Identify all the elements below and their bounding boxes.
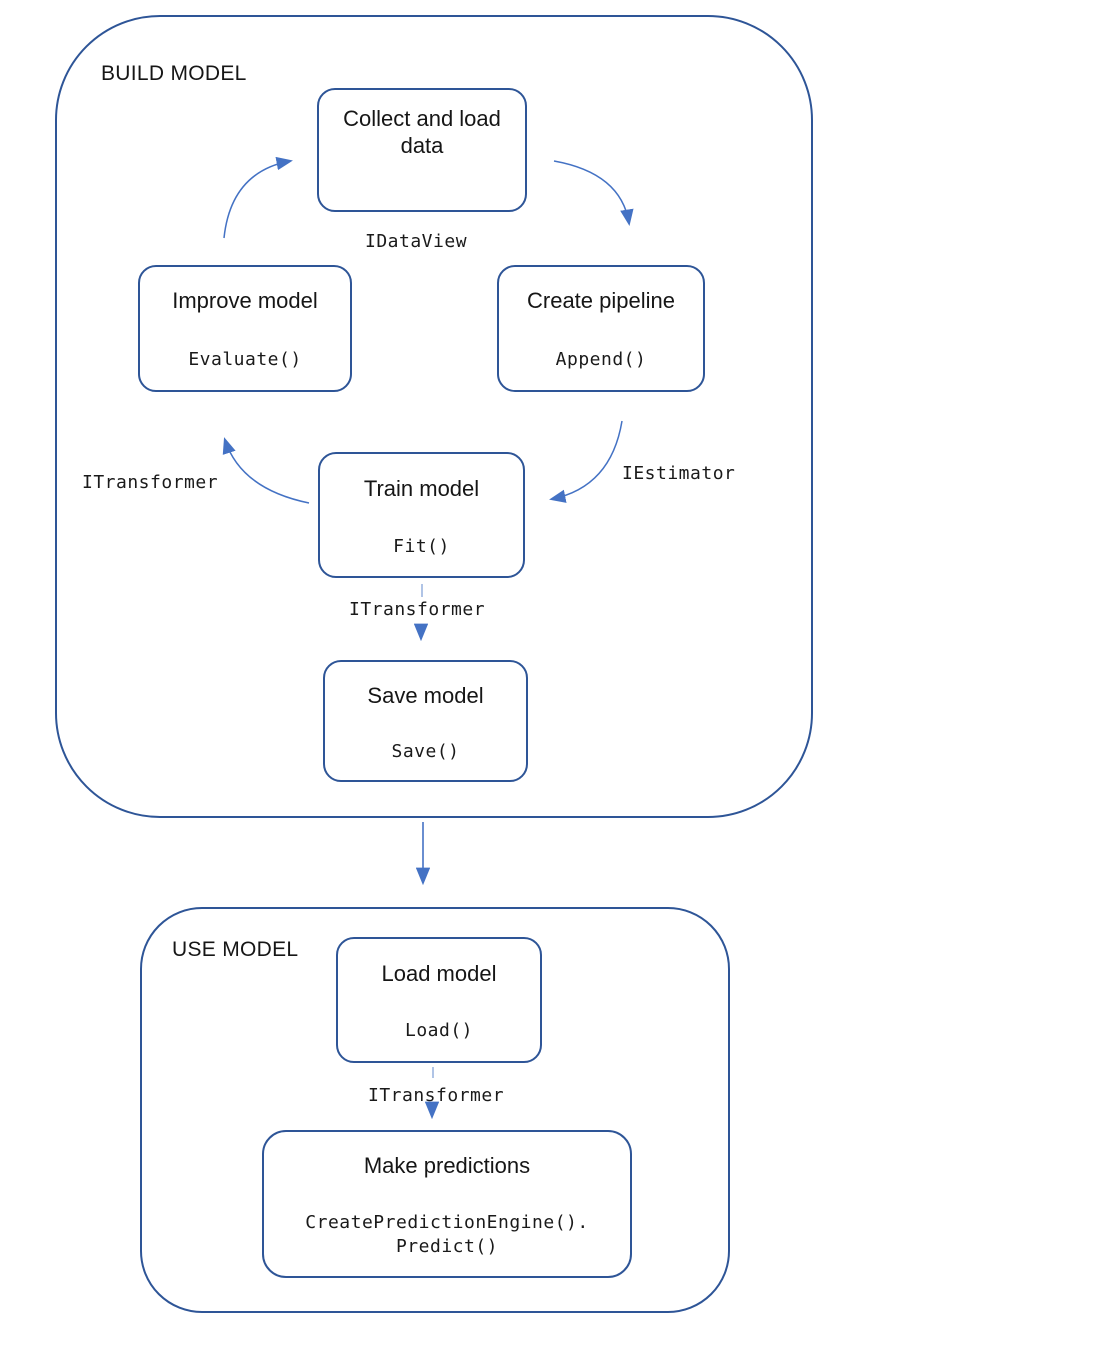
use-model-label: USE MODEL (172, 938, 299, 961)
build-model-label: BUILD MODEL (101, 62, 247, 85)
node-code-label: Load() (404, 1020, 474, 1041)
node-title: Collect and load data (343, 106, 501, 158)
edge-label-idataview: IDataView (365, 231, 468, 252)
node-title: Load model (381, 961, 497, 986)
edge-label-itransformer-to-save: ITransformer (349, 599, 486, 620)
node-train-model: Train model Fit() (318, 452, 525, 578)
edge-label-itransformer-feedback: ITransformer (82, 472, 219, 493)
node-code-label: Save() (391, 741, 460, 762)
node-title: Make predictions (363, 1153, 531, 1178)
node-code-label: Fit() (393, 536, 450, 557)
node-title: Create pipeline (527, 288, 675, 313)
node-code-line-1: CreatePredictionEngine(). (305, 1212, 589, 1233)
node-make-predictions: Make predictions CreatePredictionEngine(… (262, 1130, 632, 1278)
node-collect-and-load-data: Collect and load data (317, 88, 527, 212)
use-model-container (140, 907, 730, 1313)
node-save-model: Save model Save() (323, 660, 528, 782)
node-title: Train model (363, 476, 480, 501)
node-title: Improve model (172, 288, 318, 313)
edge-label-iestimator: IEstimator (622, 463, 736, 484)
node-code-line-2: Predict() (395, 1236, 499, 1257)
node-code-label: Evaluate() (188, 349, 302, 370)
node-code-label: Append() (555, 349, 647, 370)
node-load-model: Load model Load() (336, 937, 542, 1063)
edge-label-itransformer-to-predict: ITransformer (368, 1085, 505, 1106)
node-title: Save model (367, 683, 484, 708)
node-improve-model: Improve model Evaluate() (138, 265, 352, 392)
build-model-container (55, 15, 813, 818)
node-create-pipeline: Create pipeline Append() (497, 265, 705, 392)
